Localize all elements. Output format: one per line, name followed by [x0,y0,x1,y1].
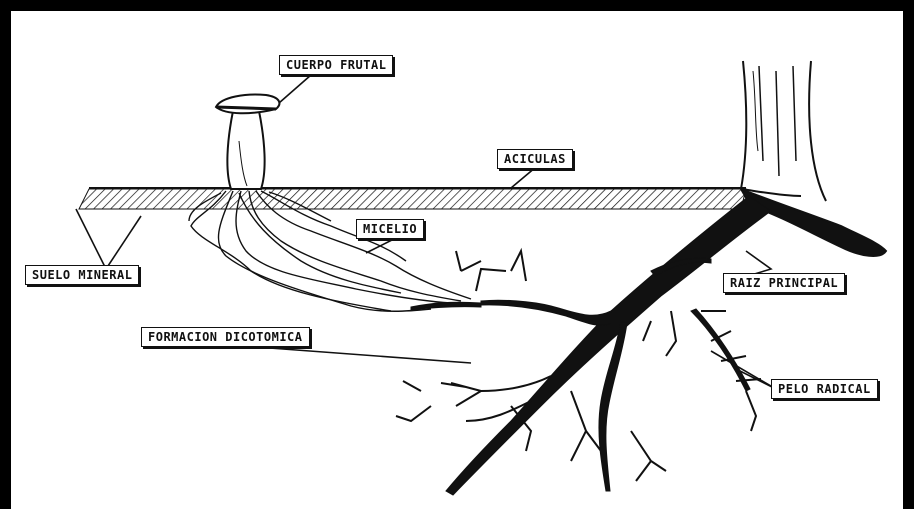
label-root-hair: PELO RADICAL [771,379,878,399]
label-mineral-soil: SUELO MINERAL [25,265,139,285]
mushroom-fruiting-body [216,95,279,190]
needle-litter-layer [79,188,746,209]
mycorrhiza-illustration [11,11,914,509]
label-main-root: RAIZ PRINCIPAL [723,273,845,293]
label-needles: ACICULAS [497,149,573,169]
label-fruiting-body: CUERPO FRUTAL [279,55,393,75]
main-root [411,196,771,495]
label-dichotomous: FORMACION DICOTOMICA [141,327,310,347]
tree-trunk [741,61,886,256]
label-mycelium: MICELIO [356,219,424,239]
